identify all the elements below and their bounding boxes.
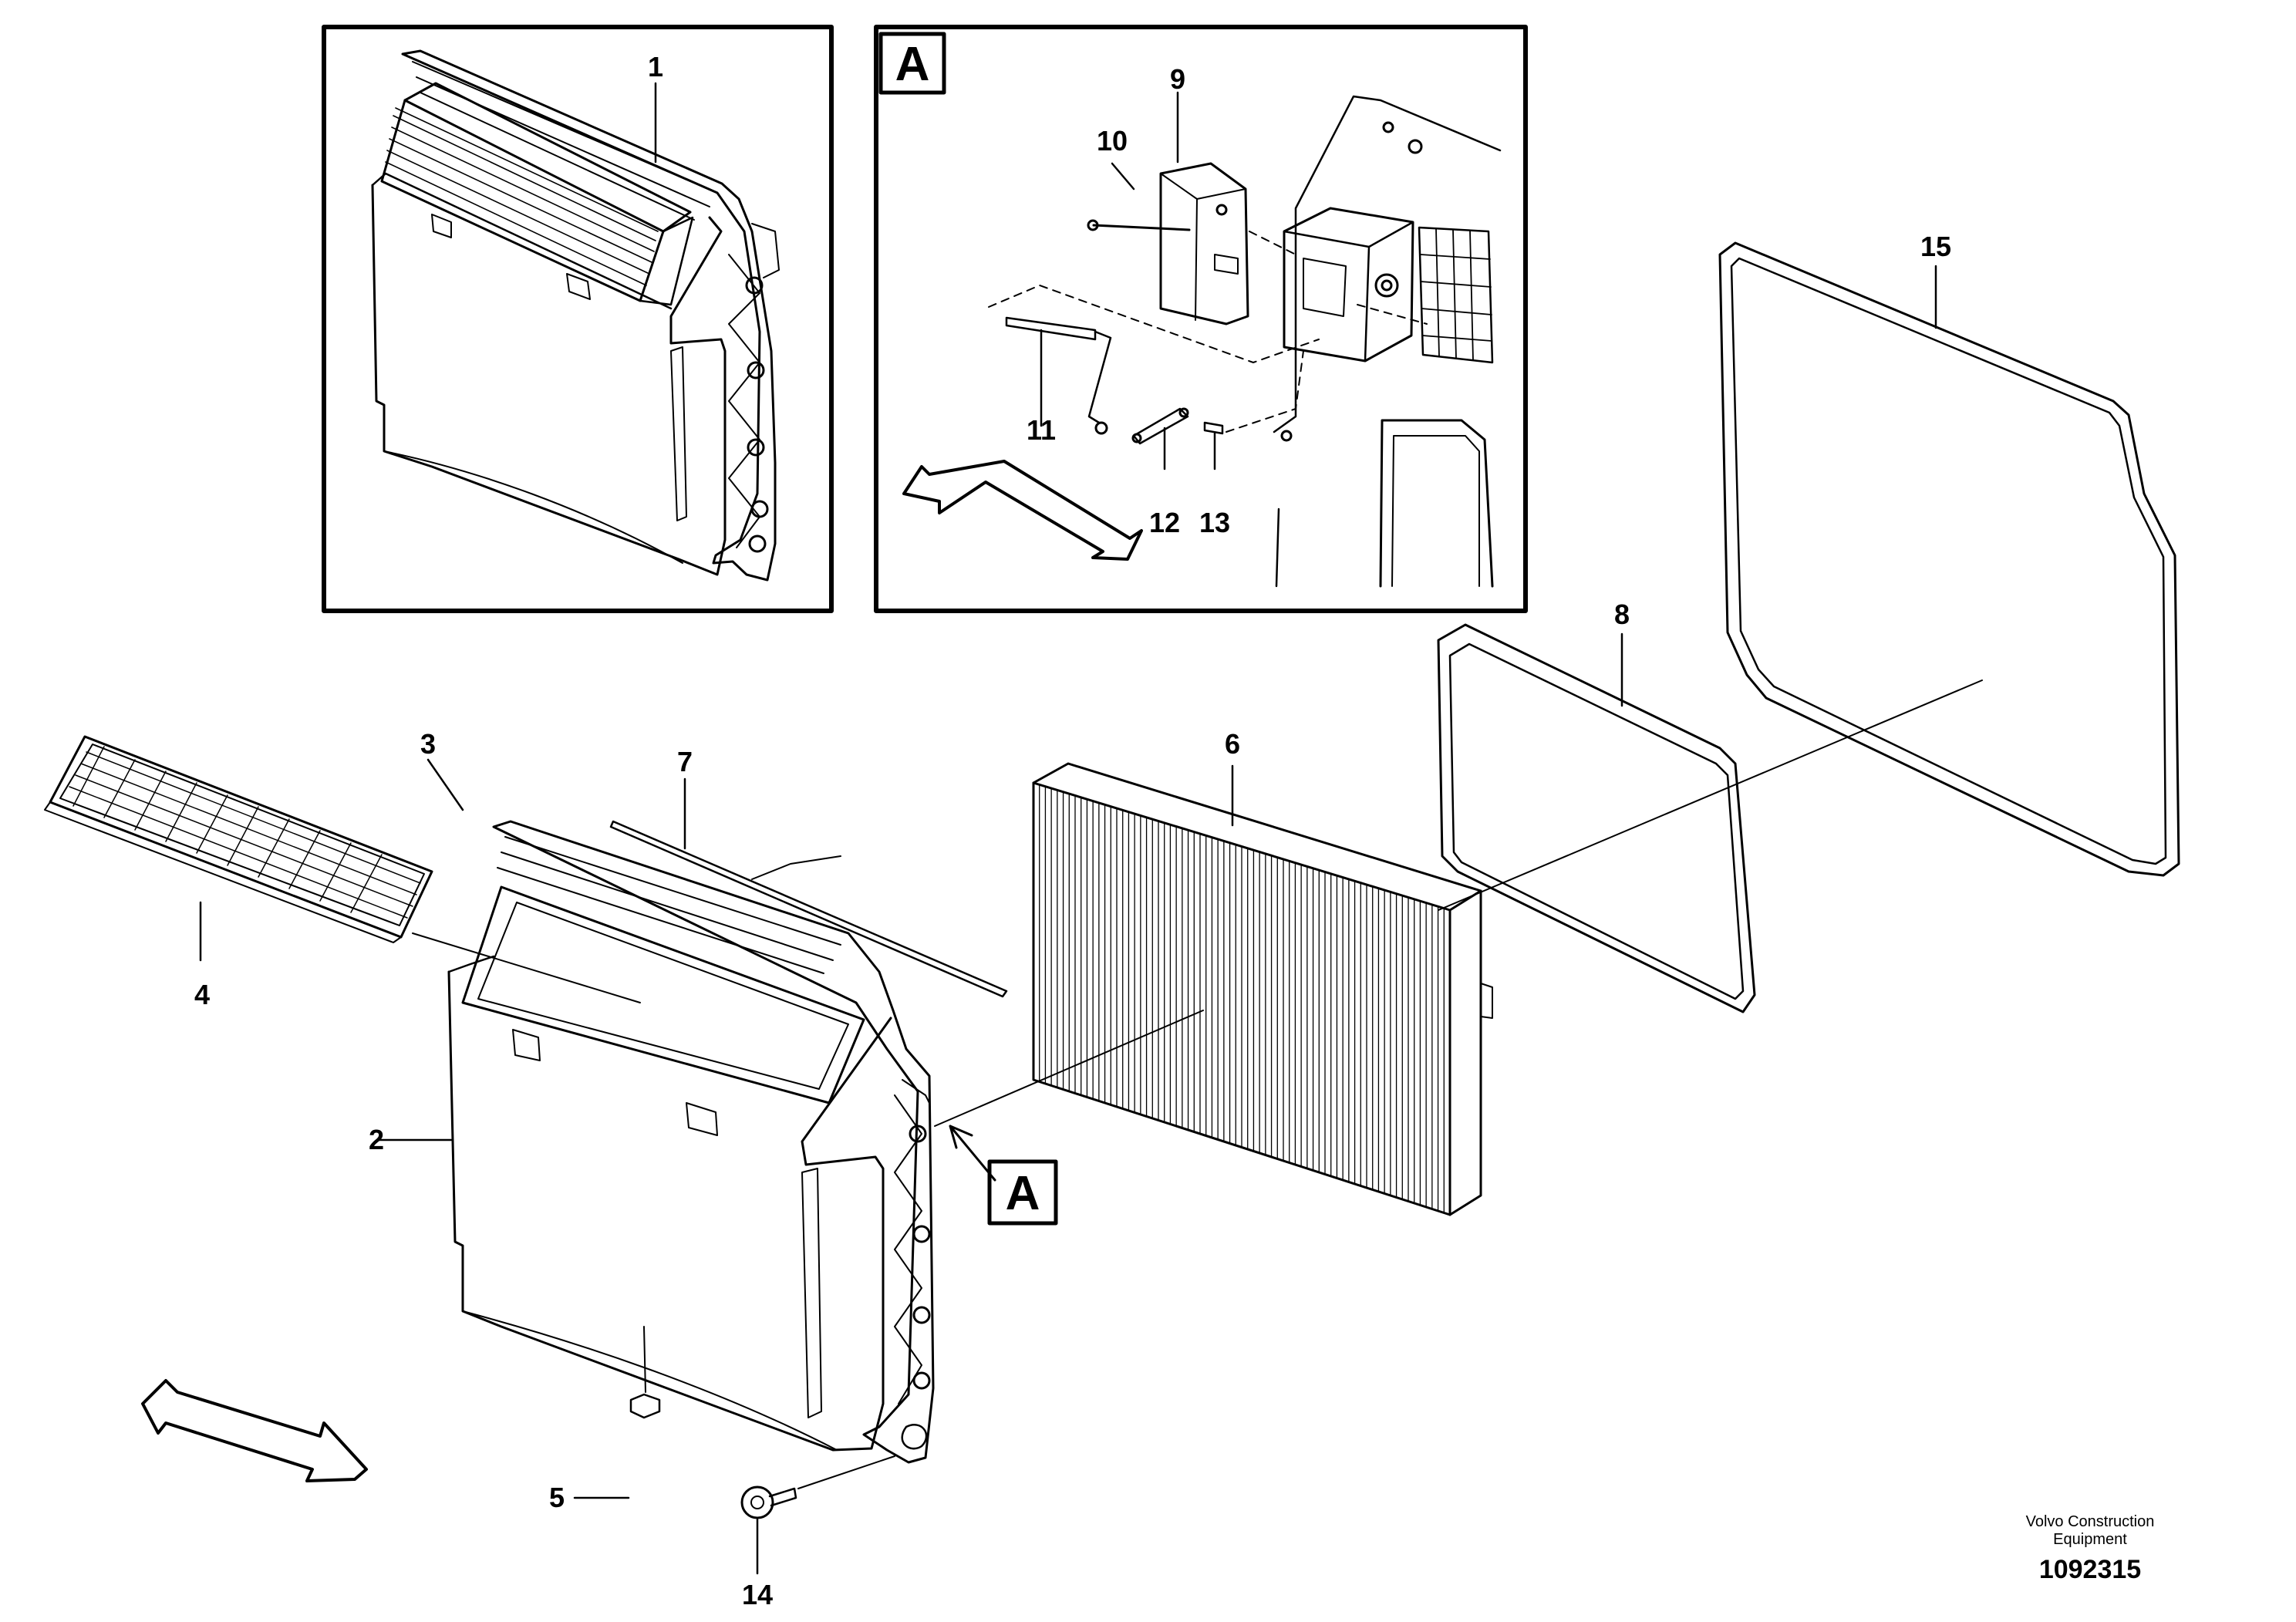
inset-detail-a <box>874 25 1528 613</box>
brand-label: Volvo Construction Equipment <box>2026 1513 2155 1549</box>
brand-line-1: Volvo Construction <box>2025 1513 2155 1530</box>
detail-a-label-main: A <box>1005 1167 1040 1220</box>
document-number: 1092315 <box>2038 1555 2142 1584</box>
callout-1: 1 <box>647 51 664 83</box>
brand-line-2: Equipment <box>2053 1531 2127 1548</box>
callout-11: 11 <box>1026 414 1057 446</box>
callout-14: 14 <box>741 1579 774 1610</box>
callout-9: 9 <box>1169 63 1186 95</box>
callout-3: 3 <box>420 728 437 760</box>
callout-7: 7 <box>676 746 693 777</box>
callout-12: 12 <box>1148 507 1181 538</box>
main-exploded-view <box>44 241 2180 1519</box>
callout-8: 8 <box>1613 599 1630 630</box>
callout-6: 6 <box>1224 728 1241 760</box>
callout-5: 5 <box>548 1482 565 1513</box>
callout-10: 10 <box>1096 125 1128 157</box>
callout-15: 15 <box>1920 231 1952 262</box>
leader-lines <box>199 82 1937 1575</box>
inset-assembled-view <box>322 25 834 613</box>
callout-2: 2 <box>368 1124 385 1155</box>
callout-13: 13 <box>1199 507 1231 538</box>
detail-a-label-inset: A <box>895 38 930 91</box>
callout-4: 4 <box>194 979 211 1010</box>
